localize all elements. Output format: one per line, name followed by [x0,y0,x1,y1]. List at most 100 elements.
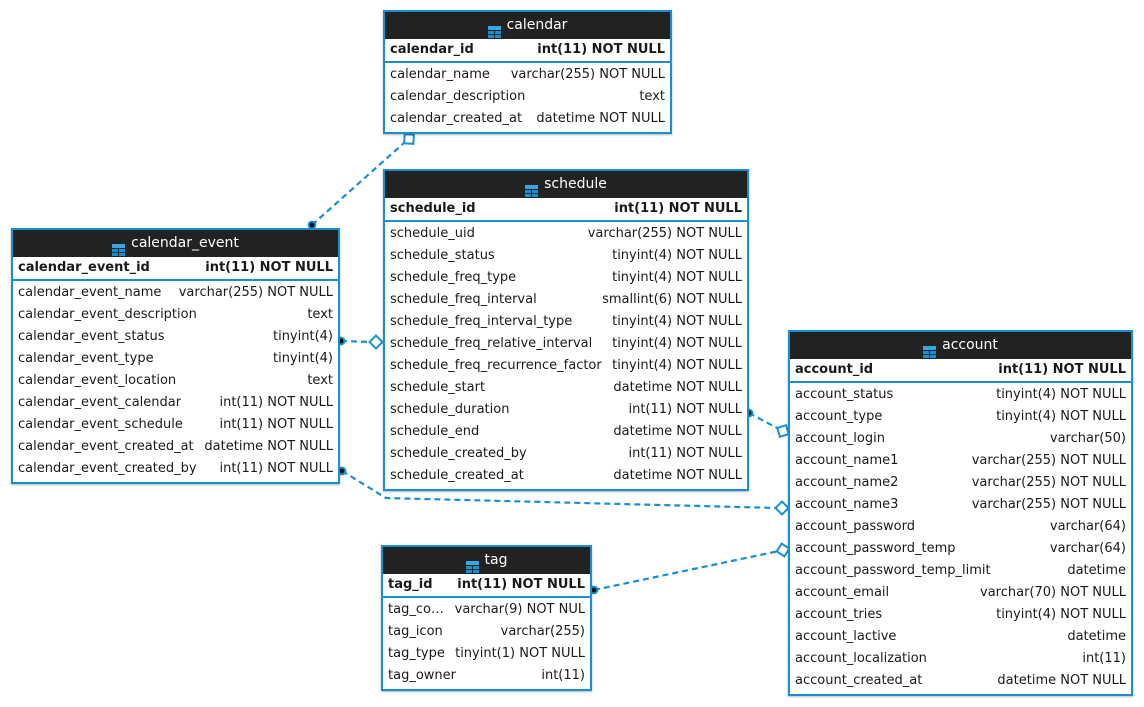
column-name: tag_owner [388,668,456,683]
column-name: calendar_name [390,67,490,82]
column-name: tag_icon [388,624,443,639]
column-name: calendar_event_id [18,260,150,275]
column-name: schedule_created_at [390,468,524,483]
relationship-line [593,549,780,592]
column-type: tinyint(4) NOT NULL [612,248,742,263]
column-type: text [639,89,665,104]
entity-header-account[interactable]: account [790,332,1131,359]
column-type: int(11) NOT NULL [219,461,333,476]
column-name: account_type [795,409,883,424]
column-name: tag_type [388,646,445,661]
entity-header-calendar_event[interactable]: calendar_event [13,230,338,257]
entity-header-tag[interactable]: tag [383,547,590,574]
column-name: calendar_event_name [18,285,162,300]
column-name: schedule_freq_interval [390,292,537,307]
column-type: datetime [1067,629,1126,644]
entity-header-calendar[interactable]: calendar [385,12,670,39]
column-name: schedule_freq_type [390,270,517,285]
table-icon [487,21,501,38]
column-name: account_password_temp_limit [795,563,991,578]
column-row[interactable]: tag_owner int(11) [383,665,590,687]
entity-title: tag [484,552,508,568]
column-type: varchar(255) NOT NULL [971,453,1126,468]
column-type: varchar(50) [1049,431,1126,446]
column-name: calendar_event_location [18,373,177,388]
column-type: int(11) NOT NULL [219,395,333,410]
relationship-schedule-to-account[interactable] [744,408,790,438]
entity-title: calendar [506,17,568,33]
column-name: calendar_event_created_at [18,439,194,454]
relationship-endpoint-diamond [368,334,384,350]
entity-header-schedule[interactable]: schedule [385,171,747,198]
column-type: tinyint(4) NOT NULL [612,358,742,373]
relationship-calendar_event-to-schedule[interactable] [336,334,384,350]
column-name: account_name3 [795,497,899,512]
relationship-endpoint-diamond [403,133,415,145]
column-type: tinyint(4) [272,329,333,344]
column-name: account_name2 [795,475,899,490]
relationship-tag-to-account[interactable] [589,542,791,595]
column-type: text [307,307,333,322]
column-row[interactable]: account_name3 varchar(255) NOT NULL [790,494,1131,516]
entity-title: schedule [544,176,607,192]
column-name: schedule_freq_interval_type [390,314,573,329]
column-type: varchar(64) [1049,541,1126,556]
column-type: varchar(255) NOT NULL [971,497,1126,512]
relationship-endpoint-diamond [774,500,790,516]
column-type: int(11) [541,668,585,683]
column-name: account_created_at [795,673,923,688]
